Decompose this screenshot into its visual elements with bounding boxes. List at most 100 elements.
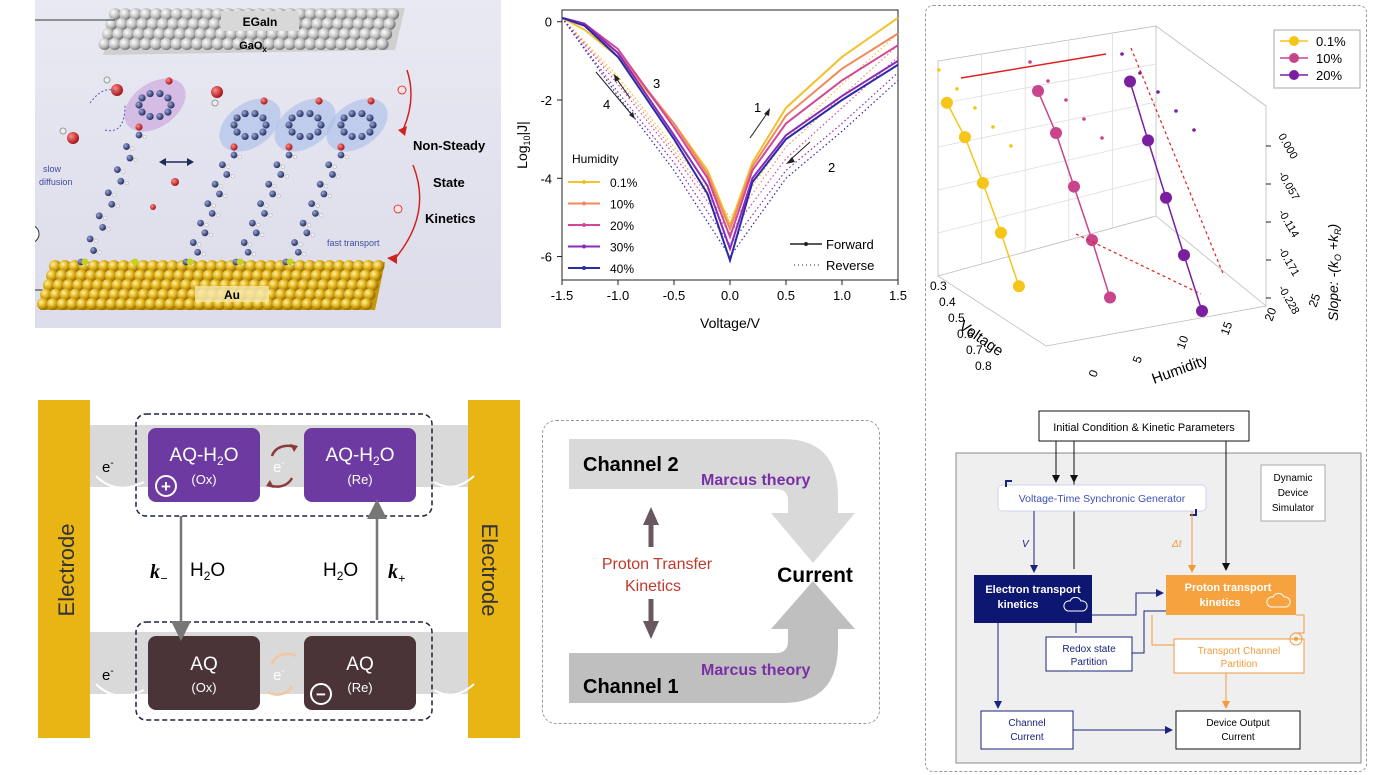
gold-atom (184, 298, 196, 310)
gold-atom (294, 260, 306, 272)
electrode-atom (253, 38, 265, 50)
chain-atom (208, 209, 216, 217)
gold-atom (49, 260, 61, 272)
voltage-tick-label: 0.6 (957, 327, 974, 341)
electrode-atom (194, 28, 207, 40)
chain-atom (248, 219, 256, 227)
electrode-atom (304, 8, 317, 20)
channel-current-box (980, 710, 1074, 750)
gold-atom (366, 279, 379, 291)
humidity-tick-label: 5 (1130, 354, 1146, 365)
3d-projection-point (1028, 60, 1032, 64)
electrode-atom (129, 38, 142, 50)
oxygen-atom (165, 77, 173, 85)
gold-atom (346, 279, 359, 291)
chain-atom (108, 200, 116, 208)
iv-legend-label: 0.1% (610, 176, 638, 190)
gold-atom (62, 279, 75, 291)
output-line1: Device Output (1206, 718, 1270, 729)
top-left-label: AQ-H2O (170, 445, 239, 468)
gold-atom (114, 269, 127, 282)
chain-atom (95, 212, 103, 220)
aromatic-head-highlight (124, 78, 186, 132)
egain-electrode: EGaIn GaOx (98, 8, 405, 55)
gold-atom (40, 288, 52, 301)
gold-atom (320, 269, 333, 282)
gaox-label: GaOx (239, 40, 267, 54)
generator-label: Voltage-Time Synchronic Generator (1019, 493, 1186, 505)
slope-tick-label: 0.000 (1275, 132, 1299, 162)
annotation-3: 3 (653, 76, 660, 91)
slope-tick-label: -0.057 (1275, 170, 1301, 203)
left-electrode-label: Electrode (54, 524, 79, 617)
proton-line2: kinetics (1200, 597, 1241, 609)
dt-label: Δt (1171, 539, 1183, 550)
gold-atom (360, 298, 373, 310)
humidity-tick-label: 20 (1262, 305, 1280, 323)
chain-atom (197, 219, 204, 227)
gold-atom (111, 279, 124, 291)
hydrogen-atom (219, 184, 224, 189)
3d-legend-marker (1289, 70, 1299, 80)
iv-forward-line (561, 16, 899, 229)
kinetics-arrows (387, 69, 421, 264)
oxygen-atom (285, 143, 293, 151)
electrode-atom (105, 18, 118, 30)
ring-atom (156, 112, 164, 121)
gold-atom (125, 298, 138, 310)
ring-atom (314, 128, 322, 136)
electrode-atom (308, 28, 320, 40)
grid-line (937, 139, 1157, 191)
gold-atom (268, 279, 281, 291)
electrode-atom (157, 18, 169, 30)
fast-transport-label: fast transport (327, 238, 380, 248)
redox-partition-box (1045, 636, 1133, 672)
hydrogen-atom (260, 232, 265, 237)
generator-box (997, 484, 1207, 512)
gold-atom (115, 298, 128, 310)
hydrogen-atom (115, 204, 120, 209)
electrode-atom (387, 8, 400, 20)
electrode-atom (143, 28, 156, 40)
electrode-atom (242, 38, 255, 50)
iv-legend-marker (582, 180, 586, 184)
electrode-atom (369, 28, 382, 40)
iv-legend-label: 10% (610, 198, 634, 212)
current-label: Current (777, 564, 853, 587)
ring-atom (296, 109, 304, 118)
gold-atom (56, 298, 69, 310)
ring-atom (164, 108, 172, 116)
gold-atom (174, 298, 187, 310)
gold-atom (288, 279, 300, 291)
hydrogen-atom (256, 223, 261, 228)
electrode-atom (174, 28, 187, 40)
gold-atom (157, 288, 170, 301)
oxygen-atom (135, 123, 143, 131)
projection-line (1130, 47, 1225, 277)
aq-h2o-re-box (304, 428, 416, 502)
transport-partition-box (1173, 638, 1305, 674)
electrode-atom (321, 18, 334, 30)
aromatic-head-highlight (274, 98, 336, 152)
electrode-atom (345, 38, 358, 50)
hydrogen-atom (197, 242, 202, 247)
chain-atom (90, 247, 97, 254)
humidity-tick-label: 0 (1086, 368, 1102, 379)
electrode-atom (366, 38, 379, 50)
chain-atom (294, 248, 302, 256)
humidity-tick-label: 25 (1306, 291, 1324, 309)
sulfur-atom (186, 258, 194, 266)
gold-atom (79, 288, 92, 301)
electrode-atom (198, 18, 211, 30)
gold-atom (177, 288, 190, 301)
electrode-atom (263, 38, 276, 50)
gold-atom (156, 260, 169, 272)
gear-icon-transport (1289, 632, 1303, 646)
water-molecules (59, 76, 223, 210)
gold-atom (65, 269, 78, 282)
electrode-atom (356, 38, 368, 50)
dynamic-line3: Simulator (1272, 503, 1315, 514)
gold-atom (75, 269, 88, 282)
gold-atom (275, 288, 288, 301)
